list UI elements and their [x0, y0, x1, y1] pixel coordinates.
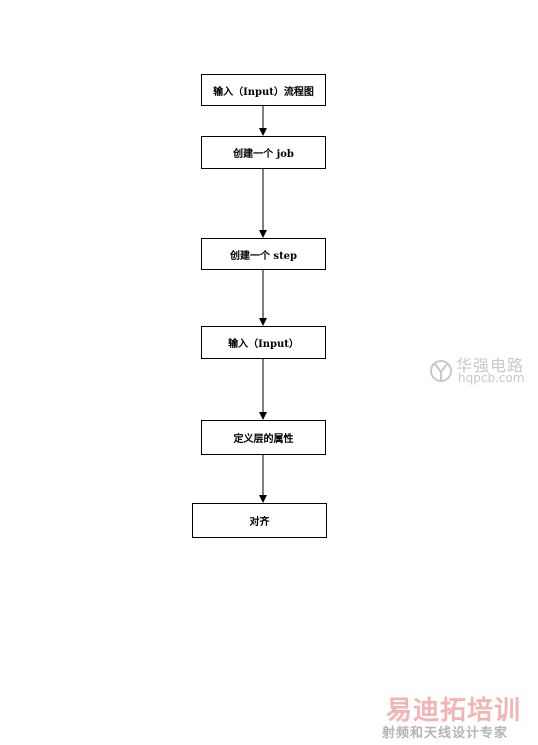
flowchart-node-align: 对齐: [192, 503, 327, 538]
huaqiang-logo-icon: [430, 360, 452, 382]
training-watermark: 易迪拓培训 射频和天线设计专家: [380, 690, 538, 745]
node-label: 创建一个 job: [233, 149, 294, 160]
node-label: 对齐: [249, 517, 270, 528]
watermark-title: 易迪拓培训: [386, 696, 522, 726]
huaqiang-watermark: 华强电路 hqpcb.com: [428, 352, 538, 392]
flowchart-node-create-step: 创建一个 step: [201, 238, 326, 270]
flowchart-node-input: 输入（Input）: [201, 326, 326, 359]
node-label: 输入（Input）流程图: [213, 86, 314, 98]
flowchart-node-define-layer-attributes: 定义层的属性: [201, 420, 326, 455]
flowchart-node-input-flowchart: 输入（Input）流程图: [201, 74, 326, 106]
watermark-subtitle: 射频和天线设计专家: [382, 726, 509, 741]
node-label: 定义层的属性: [233, 434, 294, 445]
node-label: 创建一个 step: [229, 250, 298, 262]
flowchart-node-create-job: 创建一个 job: [201, 136, 326, 169]
node-label: 输入（Input）: [228, 339, 299, 350]
watermark-name: 华强电路: [456, 356, 525, 375]
watermark-url: hqpcb.com: [458, 371, 525, 385]
